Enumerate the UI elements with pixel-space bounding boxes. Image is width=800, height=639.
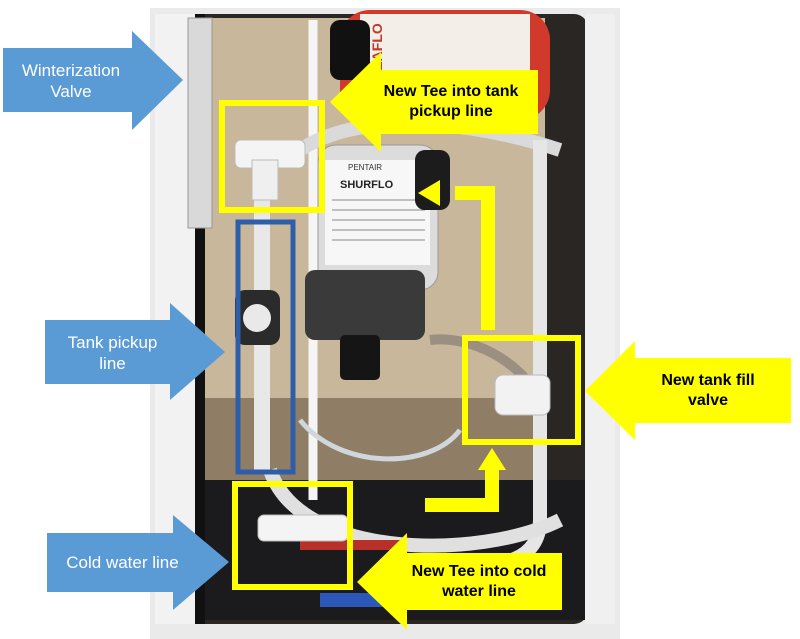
clear-tube	[298, 418, 462, 462]
elbow-arrow-from-tee	[425, 465, 499, 512]
highlight-box-tee-tank-pickup	[219, 100, 325, 213]
pump-brand: SHURFLO	[340, 179, 394, 191]
elbow-arrow-from-tee-head	[478, 448, 506, 470]
left-door-trim	[195, 14, 205, 624]
fill-valve-fitting	[494, 374, 551, 416]
callout-arrow-tank-pickup-line	[45, 303, 225, 400]
pump-head	[305, 270, 425, 340]
callout-arrow-cold-water-line	[47, 515, 229, 610]
pump-switch	[340, 335, 380, 380]
callout-arrow-winterization-valve	[3, 31, 183, 130]
elbow-arrow-to-pump	[455, 186, 495, 330]
highlight-box-fill-valve	[462, 335, 581, 445]
winterization-bracket	[187, 17, 213, 229]
accumulator-cap	[330, 20, 370, 80]
highlight-box-tee-cold-water	[232, 481, 353, 590]
callout-arrow-tee-tank-pickup	[330, 52, 538, 152]
filter-gauge	[243, 304, 271, 332]
elbow-arrow-to-pump-head	[418, 180, 440, 206]
pump-label	[325, 160, 430, 265]
highlight-box-tank-pickup-line	[235, 219, 296, 475]
pump-maker: PENTAIR	[348, 163, 382, 172]
callout-arrow-tank-fill-valve	[585, 341, 791, 440]
tee-fitting-bottom	[257, 514, 349, 542]
tee-fitting-top-stem	[251, 159, 279, 201]
callout-arrow-tee-cold-water	[357, 533, 562, 630]
right-door-edge	[585, 14, 615, 624]
